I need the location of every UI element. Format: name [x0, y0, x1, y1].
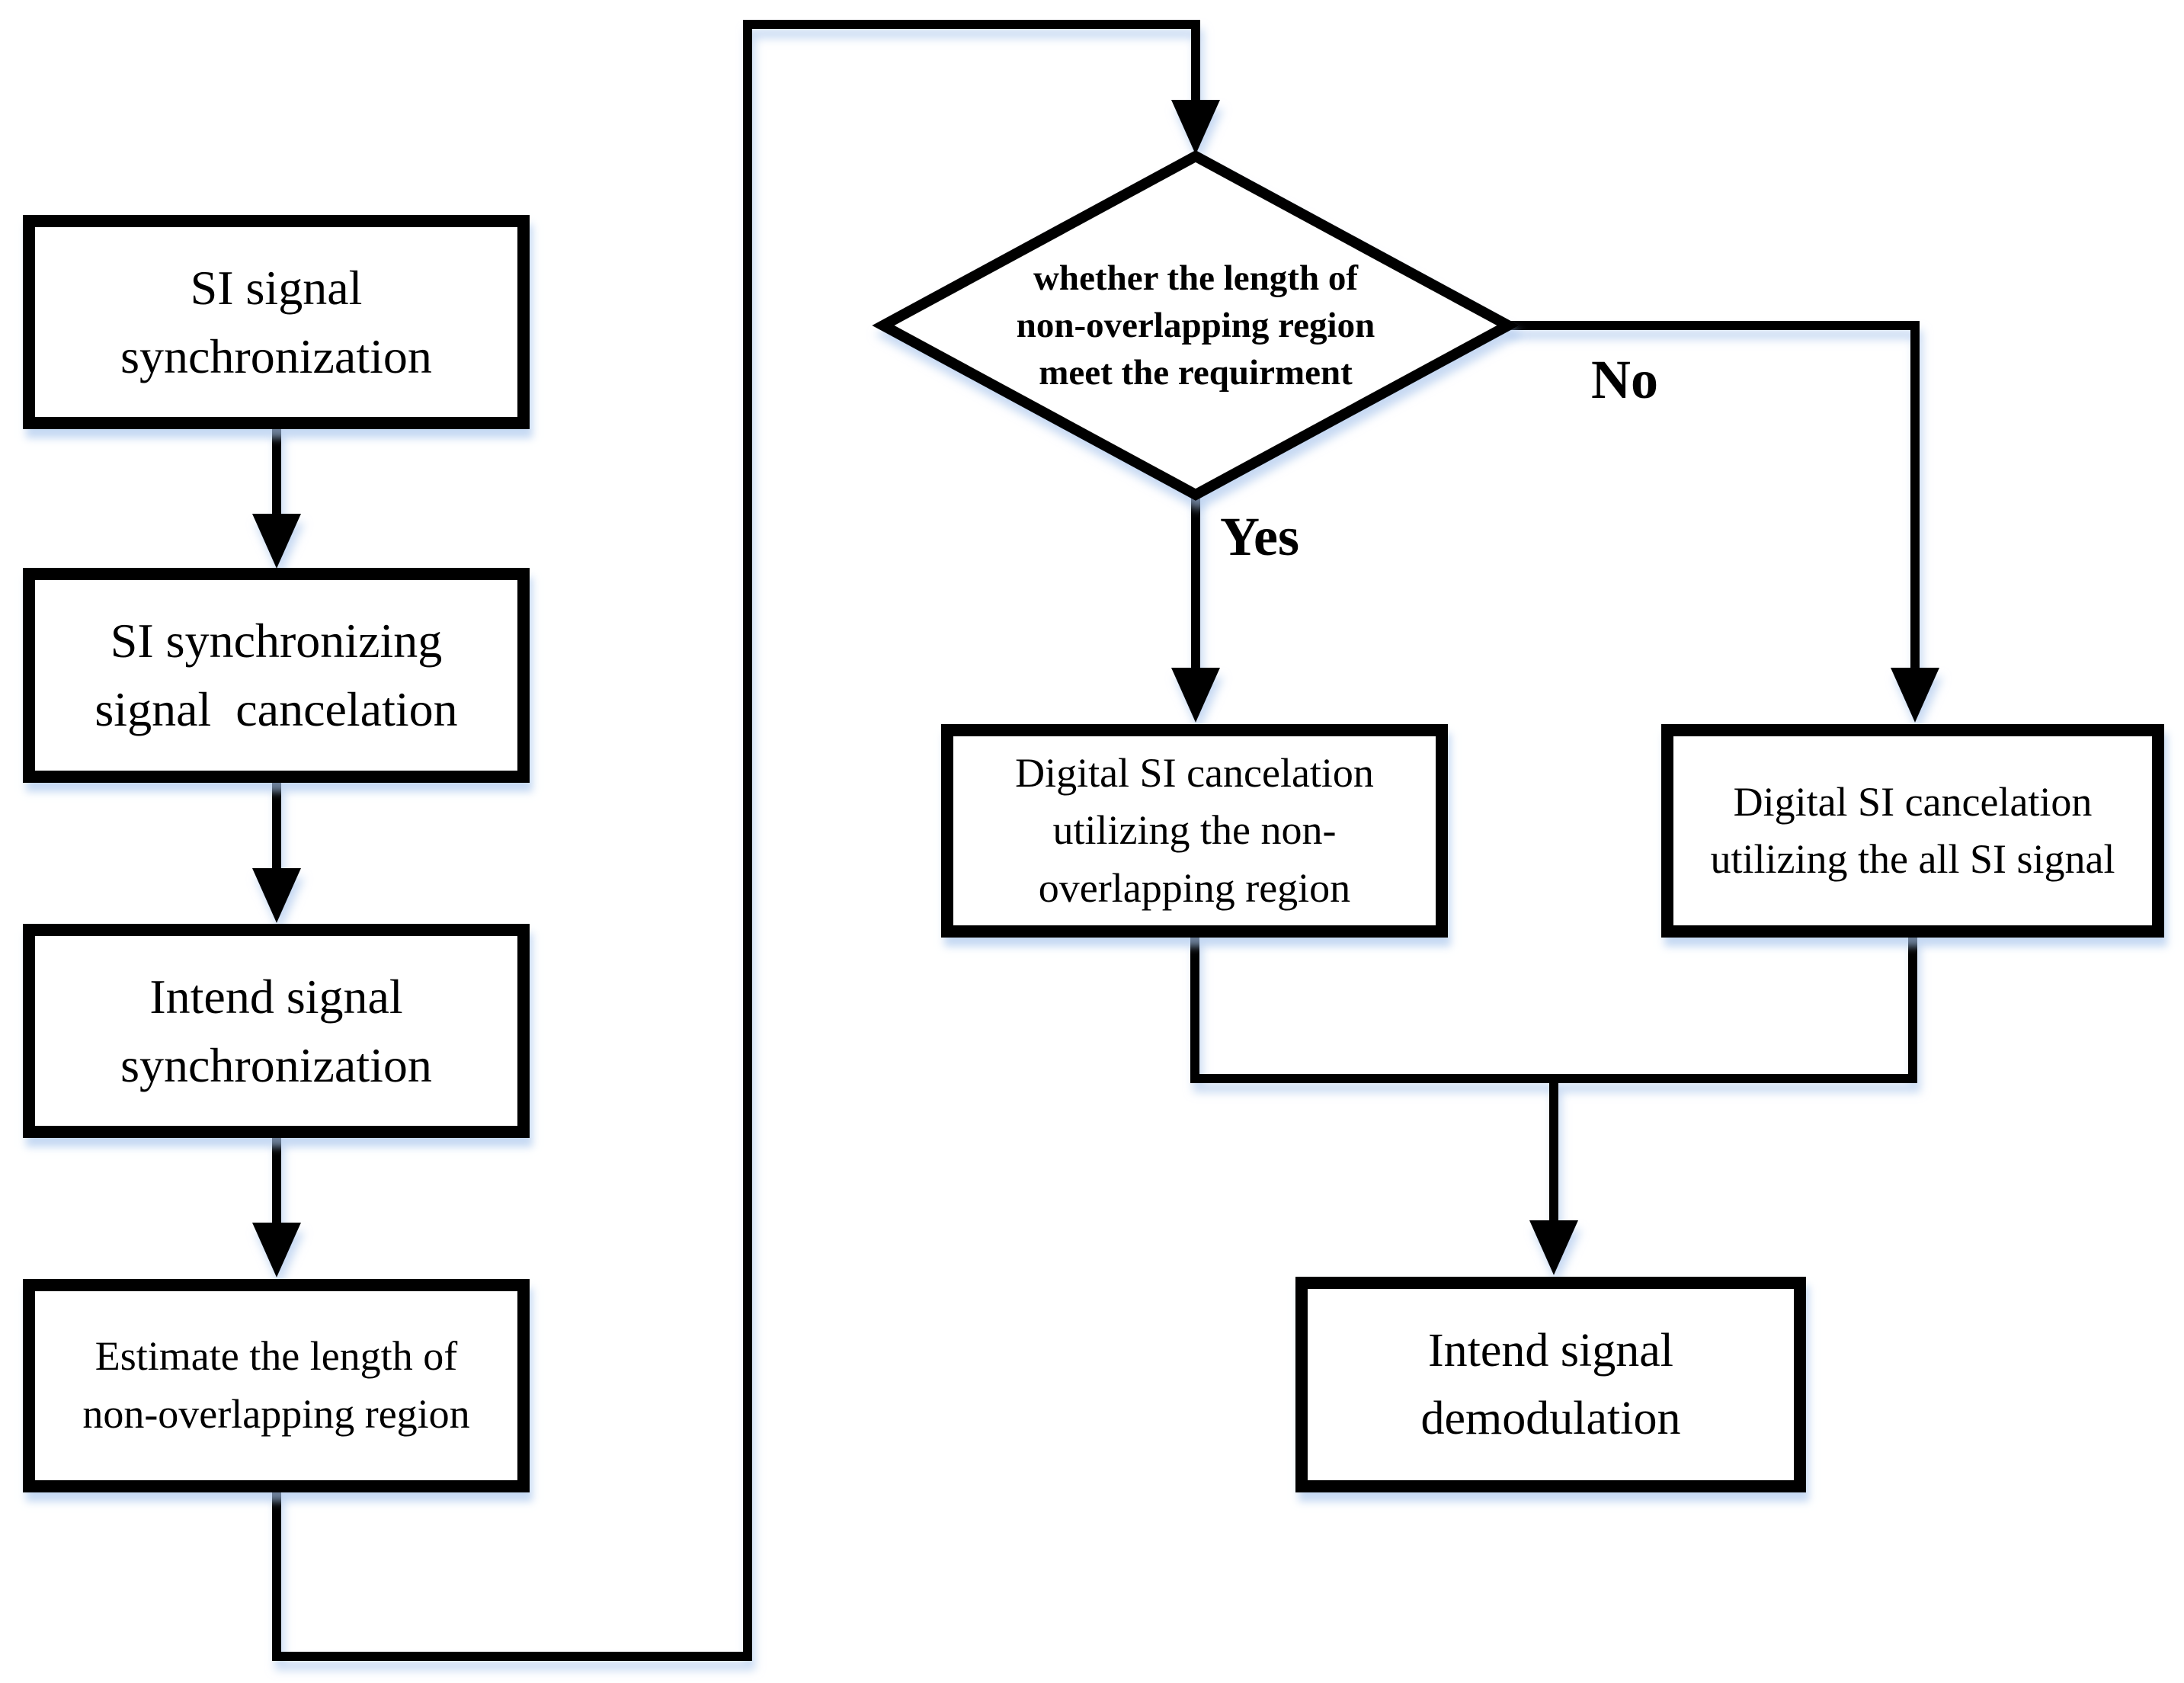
no-label: No: [1591, 349, 1658, 410]
process-box-estimate-length: Estimate the length of non-overlapping r…: [23, 1279, 530, 1492]
process-box-intend-signal-demodulation: Intend signal demodulation: [1295, 1277, 1806, 1492]
connector-merge: [1190, 934, 1917, 1083]
arrowhead-box1-box2: [252, 514, 301, 569]
intend-signal-synchronization-label: Intend signal synchronization: [120, 969, 432, 1092]
arrowhead-loop-to-decision: [1171, 100, 1220, 155]
arrowhead-yes-branch: [1171, 668, 1220, 723]
process-box-si-synchronizing-signal-cancelation: SI synchronizing signal cancelation: [23, 568, 530, 783]
yes-label: Yes: [1220, 506, 1299, 567]
arrowhead-to-demodulation: [1529, 1220, 1578, 1275]
process-box-digital-si-cancelation-all-si: Digital SI cancelation utilizing the all…: [1661, 724, 2164, 938]
process-box-intend-signal-synchronization: Intend signal synchronization: [23, 924, 530, 1138]
decision-diamond-label: whether the length of non-overlapping re…: [1016, 258, 1375, 393]
decision-diamond-shape: [872, 150, 1520, 501]
digital-si-cancelation-non-overlapping-label: Digital SI cancelation utilizing the non…: [1015, 750, 1374, 911]
arrowhead-no-branch: [1891, 668, 1939, 723]
estimate-length-label: Estimate the length of non-overlapping r…: [82, 1333, 470, 1437]
process-box-si-signal-synchronization: SI signal synchronization: [23, 215, 530, 429]
connector-loop-to-decision: [272, 20, 1200, 1661]
intend-signal-demodulation-label: Intend signal demodulation: [1420, 1325, 1681, 1444]
arrowhead-box3-box4: [252, 1223, 301, 1277]
digital-si-cancelation-all-si-label: Digital SI cancelation utilizing the all…: [1710, 778, 2115, 882]
process-box-digital-si-cancelation-non-overlapping: Digital SI cancelation utilizing the non…: [941, 724, 1448, 938]
si-signal-synchronization-label: SI signal synchronization: [120, 260, 432, 383]
arrowhead-box2-box3: [252, 868, 301, 923]
connector-no-branch: [1505, 321, 1920, 678]
si-synchronizing-signal-cancelation-label: SI synchronizing signal cancelation: [94, 614, 458, 736]
